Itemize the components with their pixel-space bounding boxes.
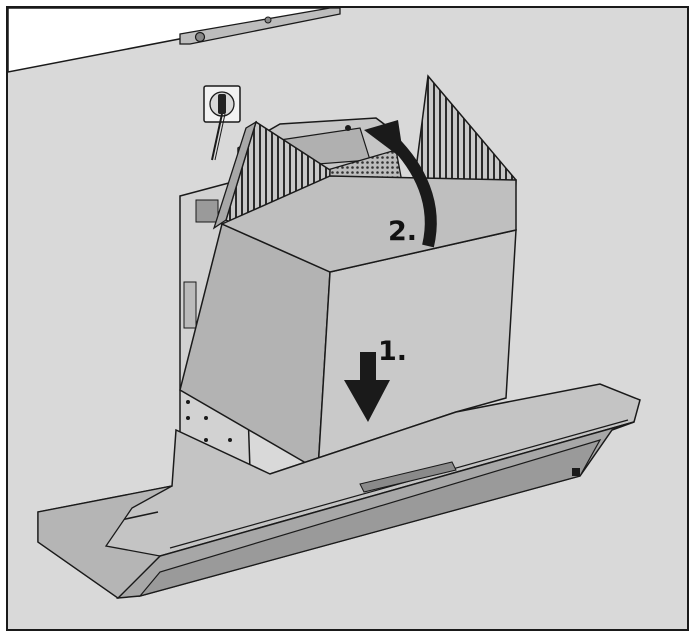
step-1-label: 1. <box>378 336 407 367</box>
power-socket-icon <box>203 85 241 161</box>
curved-arrow-up-icon <box>364 120 437 248</box>
step-2-label: 2. <box>388 216 417 247</box>
mounting-rail <box>179 7 341 45</box>
arrow-down-icon <box>344 352 390 422</box>
hood-canopy <box>37 383 641 599</box>
